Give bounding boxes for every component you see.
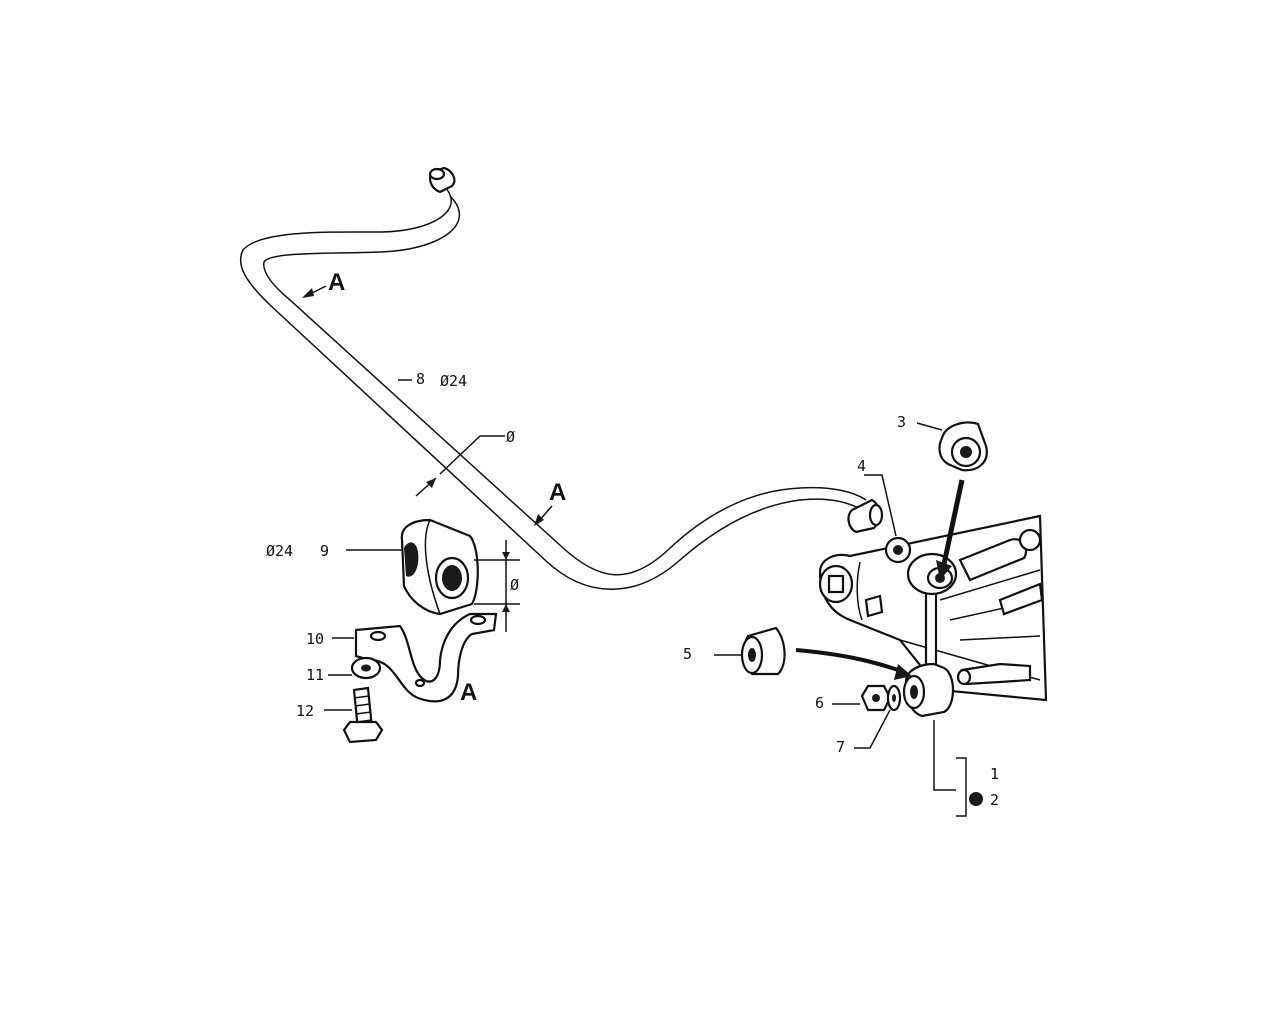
- callout-6: 6: [815, 694, 824, 712]
- callout-7: 7: [836, 738, 845, 756]
- section-mark-a-top: A: [328, 269, 345, 296]
- callout-12: 12: [296, 702, 314, 720]
- section-mark-a-bracket: A: [460, 679, 477, 706]
- callout-10: 10: [306, 630, 324, 648]
- callout-3: 3: [897, 413, 906, 431]
- leader-lines: [302, 285, 967, 817]
- callout-1: 1: [990, 765, 999, 783]
- bushing-diameter: Ø24: [266, 542, 293, 560]
- section-mark-a-middle: A: [549, 479, 566, 506]
- section-diameter-2: Ø: [510, 576, 519, 594]
- bar-diameter: Ø24: [440, 372, 467, 390]
- bolt: [342, 686, 384, 744]
- washer: [350, 656, 382, 680]
- nut: [860, 684, 892, 712]
- stabilizer-bar: [239, 166, 884, 590]
- callout-8: 8: [416, 370, 425, 388]
- callout-4: 4: [857, 457, 866, 475]
- callout-9: 9: [320, 542, 329, 560]
- link-spacer: [884, 536, 912, 564]
- link-bushing-upper: [938, 421, 988, 472]
- callout-11: 11: [306, 666, 324, 684]
- section-diameter-1: Ø: [506, 428, 515, 446]
- clamp-bracket: [354, 612, 498, 703]
- callout-5: 5: [683, 645, 692, 663]
- link-washer: [886, 684, 902, 712]
- link-bushing-lower: [740, 626, 786, 676]
- item-2-dot-icon: [969, 792, 983, 806]
- bar-bushing: [400, 518, 479, 616]
- callout-2: 2: [990, 791, 999, 809]
